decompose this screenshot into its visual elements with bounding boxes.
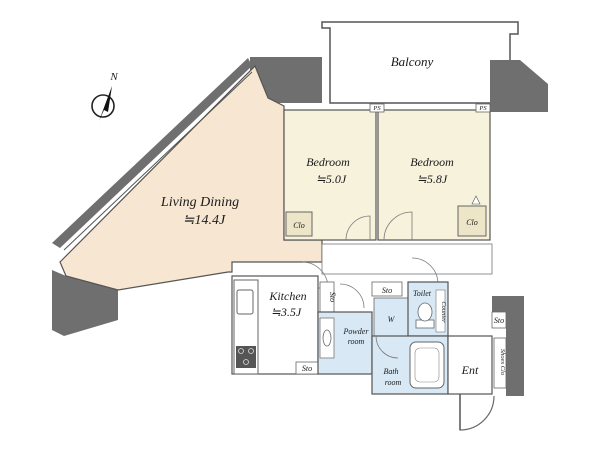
entrance-floor [447, 335, 493, 395]
kitchen: Kitchen ≒3.5J Sto Sto [231, 275, 337, 375]
wall-left-edge [52, 58, 252, 248]
stove-icon [236, 346, 256, 368]
wall-block-right-bottom [492, 296, 524, 396]
burner-3-icon [243, 359, 249, 365]
powder-label-2: room [348, 337, 365, 346]
washer-space [373, 297, 409, 337]
entrance-label: Ent [461, 363, 479, 377]
burner-1-icon [238, 348, 244, 354]
counter-label: Counter [440, 301, 447, 323]
bath-door[interactable] [375, 335, 399, 359]
bath-label-2: room [385, 378, 402, 387]
kitchen-area: ≒3.5J [271, 305, 302, 319]
toilet-room: Toilet Counter [407, 281, 449, 337]
wall-block-top [250, 57, 322, 103]
bedroom2-area: ≒5.8J [417, 172, 448, 186]
bath-label-1: Bath [383, 367, 398, 376]
bedroom2-door[interactable] [383, 211, 413, 241]
living-dining: Living Dining ≒14.4J [59, 64, 323, 291]
burner-2-icon [248, 348, 254, 354]
kitchen-sink-icon [236, 289, 254, 315]
entrance-storage-label: Sto [494, 316, 504, 325]
ps-box-1 [369, 103, 385, 113]
hall-storage [371, 281, 403, 297]
compass-circle [91, 94, 115, 118]
washbasin-icon [322, 329, 332, 347]
compass-north-label: N [109, 71, 118, 83]
kitchen-storage-label: Sto [328, 292, 337, 302]
wall-block-left-bottom [52, 270, 118, 336]
bedroom2-marker-icon [471, 195, 481, 205]
closet-1 [285, 211, 313, 237]
front-door[interactable] [459, 394, 495, 431]
toilet-label: Toilet [413, 289, 432, 298]
bedroom2-label: Bedroom [410, 155, 454, 169]
bedroom1-area: ≒5.0J [316, 172, 347, 186]
bedroom1-label: Bedroom [306, 155, 350, 169]
ps1-label: PS [372, 105, 381, 112]
closet1-label: Clo [293, 221, 305, 230]
compass-needle-icon [99, 86, 112, 121]
powder-label-1: Powder [343, 327, 370, 336]
kitchen-bottom-storage-label: Sto [302, 364, 312, 373]
bedroom-2: Bedroom ≒5.8J Clo [377, 109, 491, 241]
balcony: Balcony [321, 21, 519, 104]
entrance: Ent Sto Shoes Clo [447, 311, 507, 431]
toilet-bowl-icon [417, 302, 433, 322]
living-area: ≒14.4J [183, 213, 226, 228]
hall-storage-label: Sto [382, 286, 392, 295]
bathtub-inner [414, 347, 440, 383]
bath-room: Bath room [371, 335, 449, 395]
bedroom1-door[interactable] [345, 215, 371, 241]
closet2-label: Clo [466, 218, 478, 227]
hall-door-right[interactable] [411, 257, 439, 285]
shoe-closet [493, 337, 507, 389]
ps2-label: PS [478, 105, 487, 112]
bedroom-1: Bedroom ≒5.0J Clo [283, 109, 377, 241]
compass: N [91, 71, 118, 121]
shoe-closet-label: Shoes Clo [499, 349, 506, 376]
ps-box-2 [475, 103, 491, 113]
living-label: Living Dining [160, 195, 239, 210]
balcony-label: Balcony [391, 54, 434, 69]
washer-label: W [388, 315, 396, 324]
bathtub-icon [409, 341, 445, 389]
living-window [63, 71, 253, 251]
wall-block-right-top [490, 60, 548, 112]
toilet-counter [435, 289, 446, 333]
closet-2 [457, 205, 487, 237]
kitchen-label: Kitchen [268, 289, 306, 303]
hallway [321, 243, 493, 275]
entrance-storage [491, 311, 507, 329]
powder-door[interactable] [339, 283, 365, 309]
